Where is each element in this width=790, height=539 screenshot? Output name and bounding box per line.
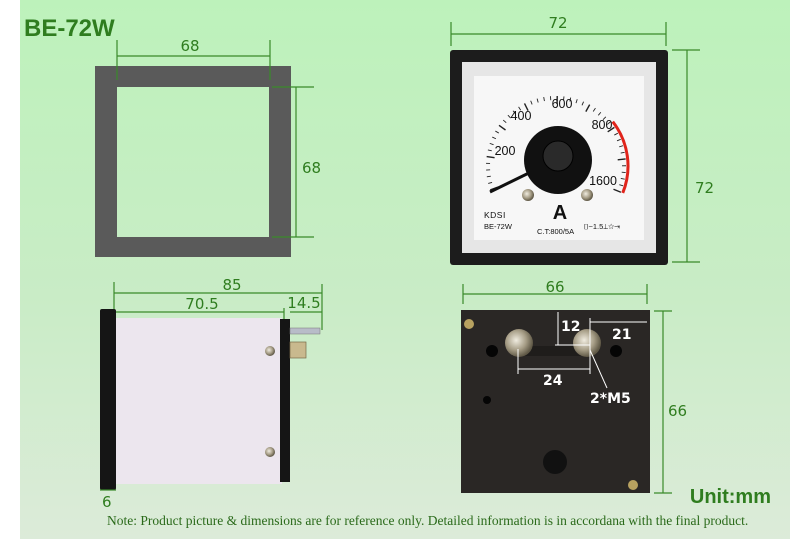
- scale-tick: [489, 142, 494, 146]
- face-screw-icon: [522, 189, 534, 201]
- scale-tick: [614, 132, 619, 136]
- bezel-thickness-label: 6: [102, 493, 112, 511]
- rear-plate-side: [280, 319, 290, 482]
- scale-tick: [536, 98, 539, 103]
- side-view: 85 70.5 14.5 6: [100, 276, 323, 511]
- scale-label-1600: 1600: [589, 174, 617, 188]
- scale-tick: [619, 145, 624, 148]
- scale-tick: [523, 103, 529, 111]
- scale-tick: [495, 130, 500, 134]
- cutout-height-dimension: [272, 86, 314, 238]
- scale-tick: [569, 97, 572, 102]
- scale-tick: [487, 149, 492, 152]
- scale-tick: [602, 116, 607, 120]
- rear-width-dimension: [462, 284, 648, 304]
- scale-label-800: 800: [592, 118, 613, 132]
- scale-tick: [543, 97, 545, 102]
- body-depth-label: 70.5: [185, 295, 218, 313]
- disclaimer-note: Note: Product picture & dimensions are f…: [107, 513, 749, 528]
- rear-view: 66 66 12 21 24 2*M5: [461, 278, 687, 494]
- scale-label-400: 400: [511, 109, 532, 123]
- overload-arc: [611, 120, 630, 194]
- total-depth-dimension: [113, 282, 323, 330]
- housing-screw-icon: [265, 346, 275, 356]
- scale-tick: [620, 178, 625, 180]
- scale-label-200: 200: [495, 144, 516, 158]
- scale-ticks: [486, 95, 627, 193]
- mounting-screw: [464, 319, 474, 329]
- scale-tick: [512, 110, 516, 115]
- total-depth-label: 85: [222, 276, 241, 294]
- scale-tick: [592, 107, 596, 112]
- model-marking: BE-72W: [484, 222, 513, 231]
- scale-tick: [486, 155, 495, 159]
- scale-tick: [498, 124, 506, 131]
- terminal-block: [512, 346, 592, 356]
- terminal-length-label: 14.5: [287, 294, 320, 312]
- terminal-spacing-label: 24: [543, 373, 563, 389]
- scale-tick: [581, 101, 584, 106]
- scale-tick: [607, 126, 615, 133]
- model-title: BE-72W: [24, 15, 115, 42]
- cutout-width-dimension: [116, 40, 271, 80]
- rear-height-dimension: [654, 310, 672, 494]
- terminal-offset-right-label: 21: [612, 327, 631, 343]
- front-width-dimension: [450, 22, 667, 46]
- scale-tick: [606, 121, 611, 125]
- cutout-frame: [95, 66, 291, 257]
- terminal-right: [573, 329, 601, 357]
- meter-housing: [116, 318, 282, 484]
- mounting-stud: [289, 327, 321, 335]
- mounting-hole: [483, 396, 491, 404]
- front-view: 72 72 200 400 600 800 1600 A KDSI BE-72W…: [450, 14, 714, 265]
- zero-adjust-knob[interactable]: [542, 140, 574, 172]
- bezel-side: [100, 309, 116, 490]
- scale-label-600: 600: [552, 97, 573, 111]
- rear-height-label: 66: [668, 402, 687, 420]
- cutout-height-label: 68: [302, 159, 321, 177]
- unit-label: Unit:mm: [690, 486, 771, 508]
- scale-tick: [585, 104, 591, 112]
- scale-tick: [575, 99, 578, 104]
- cutout-width-label: 68: [180, 37, 199, 55]
- mounting-hole: [610, 345, 622, 357]
- face-screw-icon: [581, 189, 593, 201]
- terminal-dimensions: [517, 312, 647, 389]
- terminal-thread-label: 2*M5: [590, 391, 631, 407]
- terminal-nut: [289, 341, 307, 359]
- scale-tick: [613, 188, 622, 193]
- scale-tick: [502, 119, 507, 123]
- terminal-offset-top-label: 12: [561, 319, 580, 335]
- scale-tick: [597, 111, 602, 116]
- scale-tick: [492, 136, 497, 140]
- scale-tick: [530, 100, 533, 105]
- scale-tick: [620, 151, 625, 154]
- scale-tick: [488, 182, 493, 184]
- ct-ratio: C.T:800/5A: [537, 227, 574, 236]
- front-height-label: 72: [695, 179, 714, 197]
- mounting-screw: [628, 480, 638, 490]
- panel-cutout-drawing: 68 68: [95, 37, 321, 257]
- unit-symbol: A: [553, 202, 567, 224]
- front-height-dimension: [672, 49, 700, 263]
- terminal-left: [505, 329, 533, 357]
- housing-screw-icon: [265, 447, 275, 457]
- scale-tick: [518, 106, 522, 111]
- scale-tick: [507, 114, 511, 119]
- scale-tick: [617, 158, 626, 161]
- scale-labels: 200 400 600 800 1600: [495, 97, 617, 188]
- scale-tick: [616, 138, 621, 142]
- rear-width-label: 66: [545, 278, 564, 296]
- front-width-label: 72: [548, 14, 567, 32]
- scale-tick: [619, 184, 624, 187]
- pass-label: [543, 450, 567, 474]
- mounting-hole: [486, 345, 498, 357]
- accuracy-class-symbols: ⌷~1.5⊥☆⇥: [583, 222, 621, 231]
- brand-logo: KDSI: [484, 210, 506, 220]
- scale-tick: [486, 175, 491, 178]
